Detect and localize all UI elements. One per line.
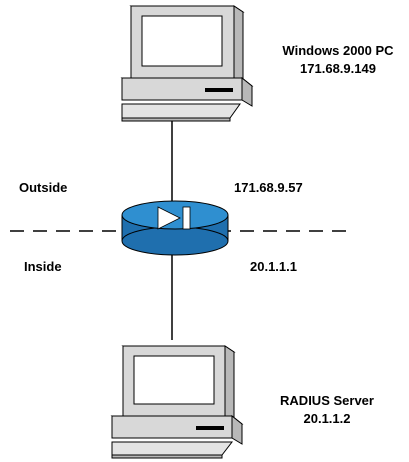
top-pc-icon [120,5,254,122]
bottom-host-ip: 20.1.1.2 [303,411,351,426]
top-host-name: Windows 2000 PC [282,43,394,58]
bottom-pc-icon [110,345,244,459]
bottom-host-name: RADIUS Server [280,393,374,408]
router-outside-ip: 171.68.9.57 [234,180,303,195]
top-host-ip: 171.68.9.149 [300,61,376,76]
router-icon [121,200,229,256]
inside-zone-label: Inside [24,259,62,274]
router-inside-ip: 20.1.1.1 [250,259,297,274]
outside-zone-label: Outside [19,180,68,195]
